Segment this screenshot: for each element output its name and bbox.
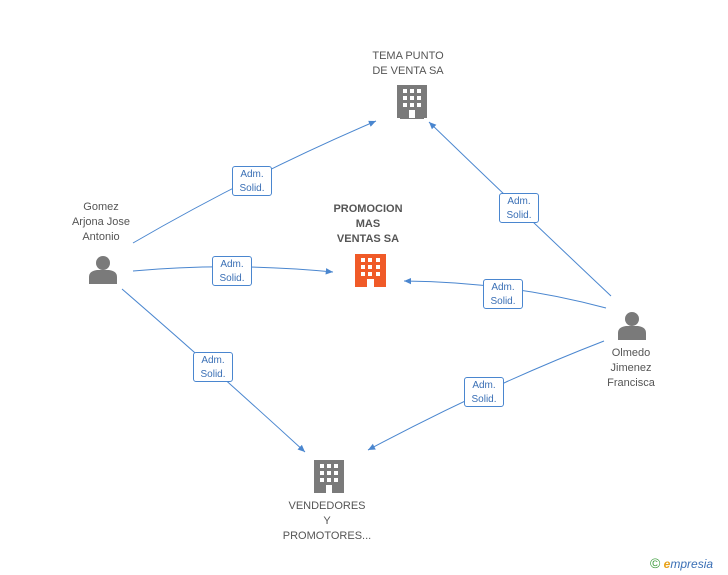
edge-label-olmedo-vendedores[interactable]: Adm. Solid. [464,377,504,407]
brand-initial: e [663,557,671,571]
person-icon[interactable] [89,256,117,284]
node-label-tema[interactable]: TEMA PUNTO DE VENTA SA [358,49,458,79]
label-line: Gomez [83,201,119,213]
node-label-promocion[interactable]: PROMOCION MAS VENTAS SA [318,202,418,247]
person-icon[interactable] [618,312,646,340]
label-line: Jimenez [610,362,652,374]
edge-label-gomez-tema[interactable]: Adm. Solid. [232,166,272,196]
label-line: Antonio [82,231,120,243]
label-line: Arjona Jose [71,216,131,228]
edge-label-line1: Adm. [507,196,531,207]
label-line: TEMA PUNTO [372,50,444,62]
brand-logo: © empresia [650,555,713,571]
label-line: MAS [355,218,381,230]
building-icon-main[interactable] [355,254,386,287]
node-label-vendedores[interactable]: VENDEDORES Y PROMOTORES... [277,499,377,544]
edge-label-line1: Adm. [472,380,496,391]
edge-label-gomez-vendedores[interactable]: Adm. Solid. [193,352,233,382]
edge-label-line2: Solid. [200,369,226,380]
label-line: PROMOTORES... [282,530,372,542]
node-label-gomez[interactable]: Gomez Arjona Jose Antonio [56,200,146,245]
edge-label-line2: Solid. [219,273,245,284]
edge-label-line2: Solid. [506,210,532,221]
copyright-icon: © [650,555,661,571]
label-line: Y [323,515,331,527]
node-label-olmedo[interactable]: Olmedo Jimenez Francisca [586,346,676,391]
edge-label-line2: Solid. [490,296,516,307]
brand-name: mpresia [670,557,714,571]
building-icon[interactable] [314,460,344,493]
edge-label-olmedo-promocion[interactable]: Adm. Solid. [483,279,523,309]
edge-label-line1: Adm. [201,355,225,366]
edge-label-line1: Adm. [240,169,264,180]
edge-label-line1: Adm. [220,259,244,270]
edge-label-line2: Solid. [239,183,265,194]
building-icon[interactable] [397,85,427,119]
label-line: VENTAS SA [336,233,400,245]
edge-label-olmedo-tema[interactable]: Adm. Solid. [499,193,539,223]
label-line: VENDEDORES [288,500,366,512]
label-line: Olmedo [611,347,651,359]
edge-label-line1: Adm. [491,282,515,293]
edge-label-gomez-promocion[interactable]: Adm. Solid. [212,256,252,286]
label-line: DE VENTA SA [372,65,444,77]
label-line: Francisca [607,377,655,389]
label-line: PROMOCION [333,203,403,215]
edge-label-line2: Solid. [471,394,497,405]
